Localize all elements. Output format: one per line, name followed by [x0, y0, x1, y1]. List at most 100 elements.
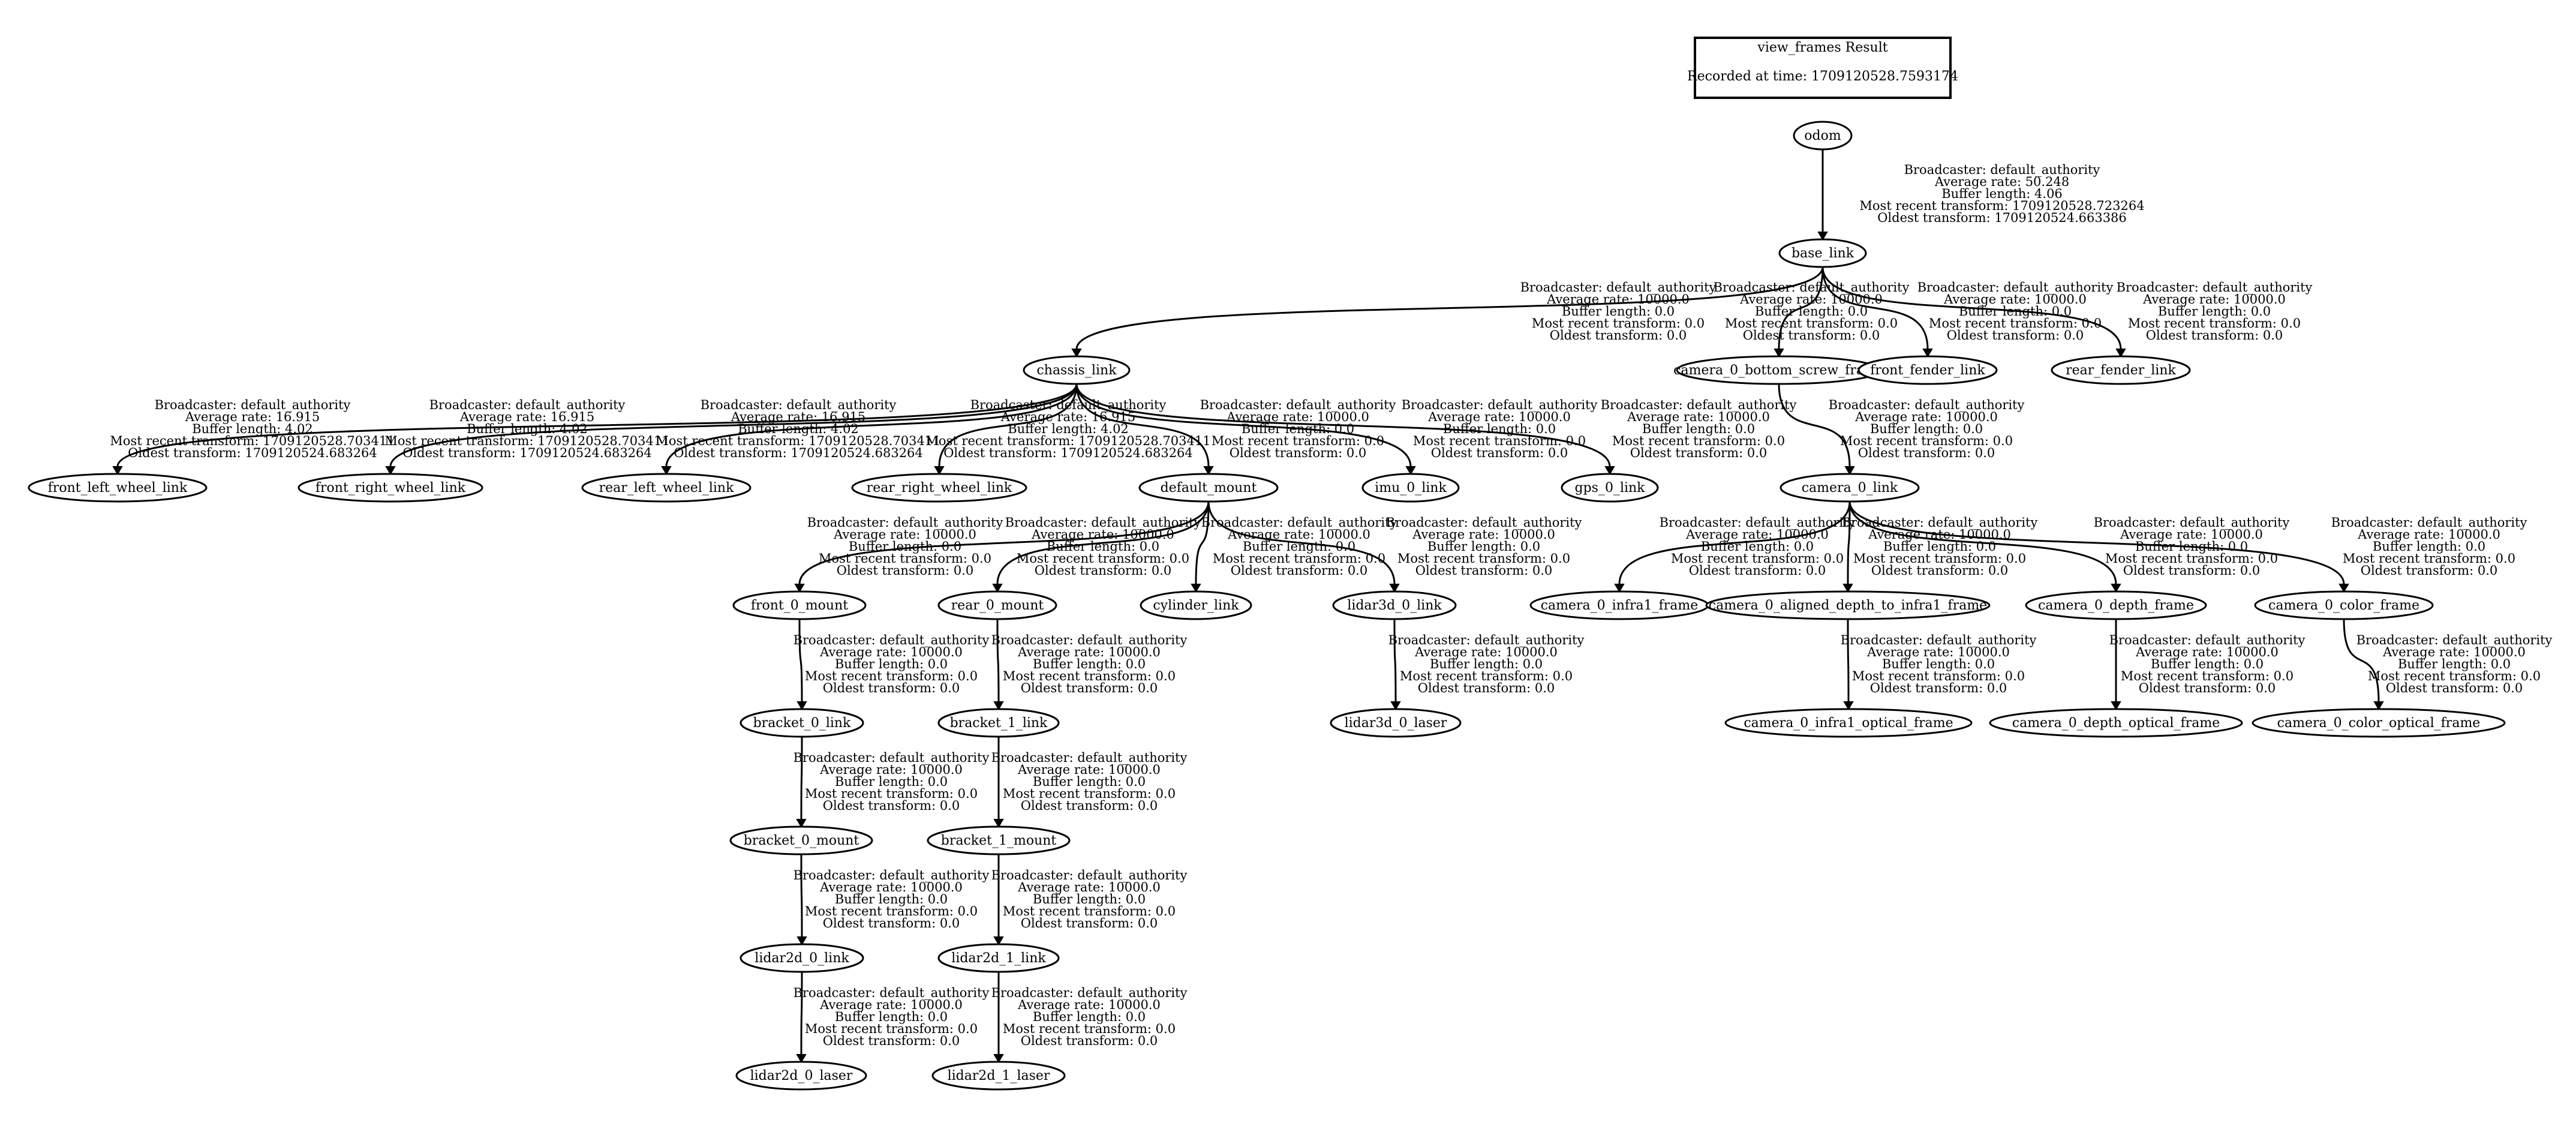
frame-node-camera-0-depth-optical-frame[interactable]: camera_0_depth_optical_frame [1989, 708, 2243, 738]
arrowhead-icon [1191, 584, 1201, 593]
edge-label-line: Most recent transform: 0.0 [1532, 316, 1705, 331]
arrowhead-icon [112, 466, 123, 475]
edge-label-line: Broadcaster: default_authority [1714, 280, 1910, 295]
frame-node-bracket-0-link[interactable]: bracket_0_link [740, 708, 864, 738]
frame-node-lidar2d-0-laser[interactable]: lidar2d_0_laser [735, 1061, 867, 1091]
edge-label-line: Oldest transform: 0.0 [1431, 446, 1568, 460]
frame-node-default-mount[interactable]: default_mount [1138, 473, 1279, 503]
edge-label-line: Broadcaster: default_authority [2356, 633, 2553, 647]
arrowhead-icon [992, 584, 1003, 593]
frame-node-camera-0-depth-frame[interactable]: camera_0_depth_frame [2025, 590, 2207, 620]
frame-node-rear-0-mount[interactable]: rear_0_mount [937, 590, 1057, 620]
edge-label-line: Buffer length: 0.0 [835, 892, 948, 906]
frame-node-cylinder-link[interactable]: cylinder_link [1140, 590, 1252, 620]
edge-label-line: Broadcaster: default_authority [1201, 515, 1397, 530]
node-ellipse [1724, 708, 1973, 738]
edge-label-line: Buffer length: 0.0 [1033, 1010, 1146, 1024]
edge-label-line: Buffer length: 0.0 [1033, 657, 1146, 671]
frame-node-front-fender-link[interactable]: front_fender_link [1857, 355, 1998, 385]
edge-line [798, 501, 1210, 585]
frame-node-lidar3d-0-laser[interactable]: lidar3d_0_laser [1330, 708, 1462, 738]
node-ellipse [1705, 590, 1991, 620]
edge-label-line: Oldest transform: 0.0 [2361, 563, 2498, 578]
node-ellipse [851, 473, 1027, 503]
node-ellipse [1332, 590, 1457, 620]
arrowhead-icon [2338, 584, 2349, 593]
edge-label-line: Average rate: 10000.0 [1017, 645, 1161, 659]
frame-node-bracket-1-link[interactable]: bracket_1_link [937, 708, 1060, 738]
frame-node-camera-0-infra1-frame[interactable]: camera_0_infra1_frame [1529, 590, 1709, 620]
edge-label-line: Average rate: 10000.0 [819, 762, 963, 777]
frame-node-bracket-1-mount[interactable]: bracket_1_mount [927, 825, 1071, 855]
frame-node-rear-right-wheel-link[interactable]: rear_right_wheel_link [851, 473, 1027, 503]
frame-node-camera-0-infra1-optical-frame[interactable]: camera_0_infra1_optical_frame [1724, 708, 1973, 738]
frame-node-front-0-mount[interactable]: front_0_mount [732, 590, 867, 620]
frame-node-lidar2d-1-laser[interactable]: lidar2d_1_laser [931, 1061, 1066, 1091]
node-ellipse [735, 1061, 867, 1091]
edge-label-line: Buffer length: 0.0 [1427, 539, 1540, 554]
edge-label-line: Most recent transform: 0.0 [805, 786, 978, 801]
edge-label-line: Most recent transform: 0.0 [1003, 1022, 1176, 1036]
edge-label-line: Broadcaster: default_authority [1829, 398, 2025, 412]
frame-node-imu-0-link[interactable]: imu_0_link [1361, 473, 1460, 503]
frame-node-front-left-wheel-link[interactable]: front_left_wheel_link [28, 473, 208, 503]
arrowhead-icon [1844, 466, 1855, 475]
edge-label-line: Average rate: 10000.0 [2382, 645, 2526, 659]
edge-label-line: Oldest transform: 0.0 [1858, 446, 1995, 460]
node-label: camera_0_depth_frame [2038, 598, 2194, 613]
arrowhead-icon [993, 936, 1004, 945]
frame-node-camera-0-aligned-depth-to-infra1-frame[interactable]: camera_0_aligned_depth_to_infra1_frame [1705, 590, 1991, 620]
arrowhead-icon [794, 584, 805, 593]
frame-node-base-link[interactable]: base_link [1778, 238, 1867, 268]
edge-label-line: Oldest transform: 1709120524.683264 [402, 446, 652, 460]
edge-line [2343, 618, 2380, 702]
frame-node-front-right-wheel-link[interactable]: front_right_wheel_link [297, 473, 483, 503]
frame-node-camera-0-color-optical-frame[interactable]: camera_0_color_optical_frame [2252, 708, 2506, 738]
edge-label-line: Oldest transform: 0.0 [1021, 798, 1158, 813]
frame-node-bracket-0-mount[interactable]: bracket_0_mount [729, 825, 873, 855]
frame-node-odom[interactable]: odom [1793, 121, 1853, 151]
frame-node-rear-left-wheel-link[interactable]: rear_left_wheel_link [581, 473, 752, 503]
frame-node-camera-0-bottom-screw-frame[interactable]: camera_0_bottom_screw_frame [1673, 355, 1884, 385]
node-ellipse [931, 1061, 1066, 1091]
edge-label-line: Average rate: 10000.0 [2357, 527, 2500, 542]
edge-label-line: Oldest transform: 1709120524.663386 [1877, 211, 2127, 225]
edge-line [1778, 266, 1824, 350]
frame-node-camera-0-link[interactable]: camera_0_link [1780, 473, 1920, 503]
frame-node-lidar2d-0-link[interactable]: lidar2d_0_link [740, 943, 864, 973]
frame-node-camera-0-color-frame[interactable]: camera_0_color_frame [2254, 590, 2434, 620]
arrowhead-icon [934, 466, 945, 475]
frame-node-chassis-link[interactable]: chassis_link [1023, 355, 1131, 385]
frame-node-gps-0-link[interactable]: gps_0_link [1561, 473, 1659, 503]
frame-node-lidar3d-0-link[interactable]: lidar3d_0_link [1332, 590, 1457, 620]
edge-label-line: Average rate: 10000.0 [819, 998, 963, 1012]
arrowhead-icon [796, 701, 807, 710]
edge-label-line: Buffer length: 0.0 [2151, 657, 2264, 671]
edge-label-line: Oldest transform: 0.0 [1743, 328, 1880, 343]
edge-line [938, 383, 1078, 467]
edge-line [800, 854, 803, 938]
edge-label-line: Average rate: 10000.0 [1546, 292, 1690, 307]
edge-label-line: Oldest transform: 0.0 [1630, 446, 1768, 460]
arrowhead-icon [661, 466, 672, 475]
edge-label-line: Broadcaster: default_authority [1200, 398, 1396, 412]
frame-node-lidar2d-1-link[interactable]: lidar2d_1_link [937, 943, 1060, 973]
arrowhead-icon [1405, 466, 1416, 475]
frame-node-rear-fender-link[interactable]: rear_fender_link [2051, 355, 2191, 385]
edge-label-line: Oldest transform: 0.0 [1021, 916, 1158, 930]
edge-label-line: Oldest transform: 0.0 [1689, 563, 1826, 578]
edge-label-line: Buffer length: 0.0 [1430, 657, 1543, 671]
